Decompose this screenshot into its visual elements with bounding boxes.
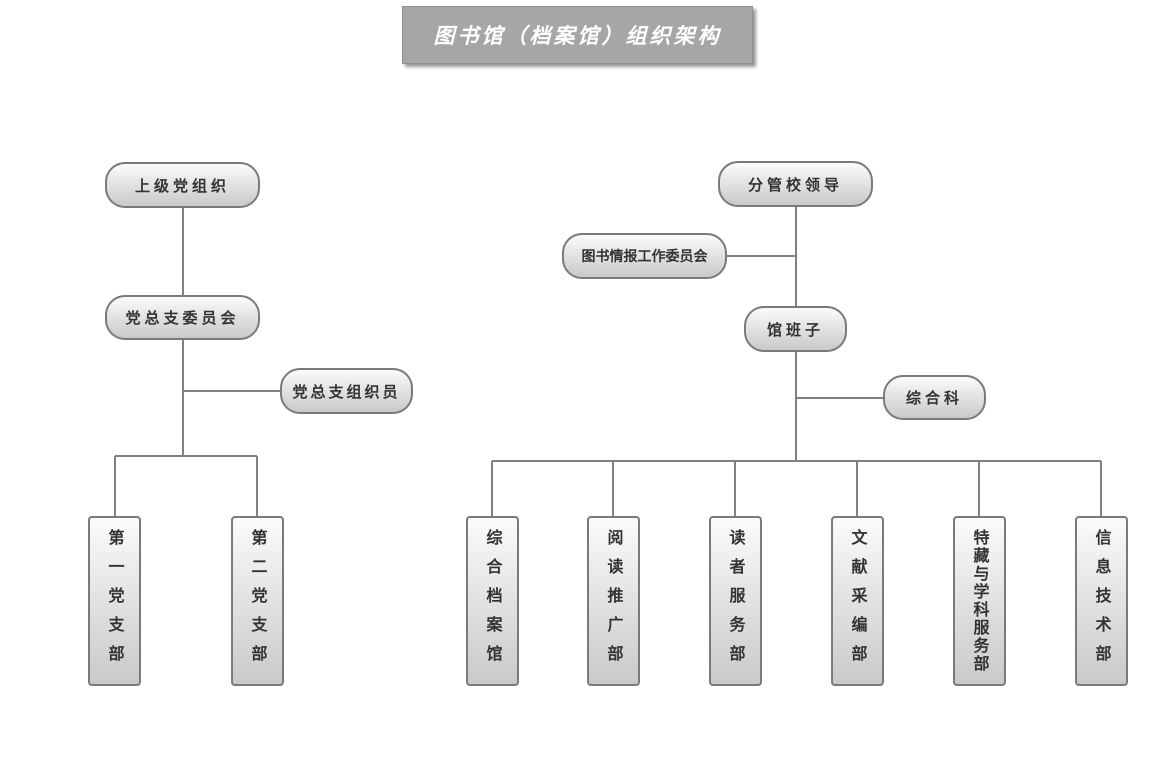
node-second-party-branch: 第二党支部 xyxy=(231,516,284,686)
node-dept-reader-services: 读者服务部 xyxy=(709,516,762,686)
node-first-party-branch: 第一党支部 xyxy=(88,516,141,686)
chart-title: 图书馆（档案馆）组织架构 xyxy=(402,6,753,64)
node-school-leader: 分管校领导 xyxy=(718,161,873,207)
node-dept-archives: 综合档案馆 xyxy=(466,516,519,686)
node-party-committee: 党总支委员会 xyxy=(105,295,260,340)
node-library-leadership: 馆班子 xyxy=(744,306,847,352)
node-dept-it: 信息技术部 xyxy=(1075,516,1128,686)
node-dept-reading-promotion: 阅读推广部 xyxy=(587,516,640,686)
node-party-organizer: 党总支组织员 xyxy=(280,368,413,414)
node-library-council: 图书情报工作委员会 xyxy=(562,233,727,279)
node-general-office: 综合科 xyxy=(883,375,986,420)
node-dept-special-collections: 特藏与学科服务部 xyxy=(953,516,1006,686)
node-superior-party-org: 上级党组织 xyxy=(105,162,260,208)
node-dept-acquisition-cataloging: 文献采编部 xyxy=(831,516,884,686)
